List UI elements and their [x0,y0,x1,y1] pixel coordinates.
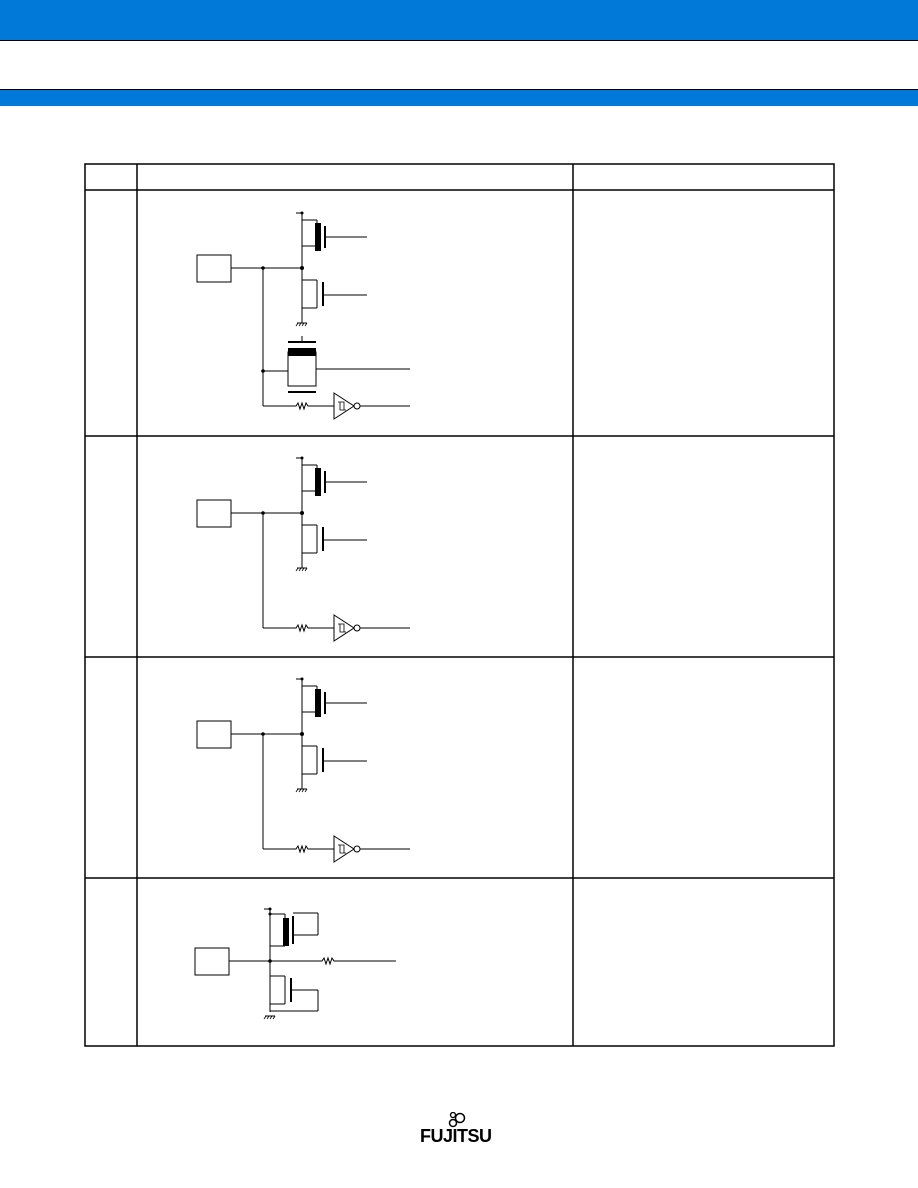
table-grid [84,163,835,1047]
circuit-row-1 [196,210,410,420]
logo-text: FUJITSU [420,1126,492,1146]
header-band [0,0,918,40]
circuit-row-2 [196,455,410,642]
header-rule [0,40,918,41]
logo-mark-icon [448,1112,466,1128]
section-band [0,90,918,106]
fujitsu-logo: FUJITSU [420,1112,500,1152]
circuit-row-3 [196,676,410,863]
section-rule [0,89,918,90]
circuit-row-4 [194,907,396,1020]
